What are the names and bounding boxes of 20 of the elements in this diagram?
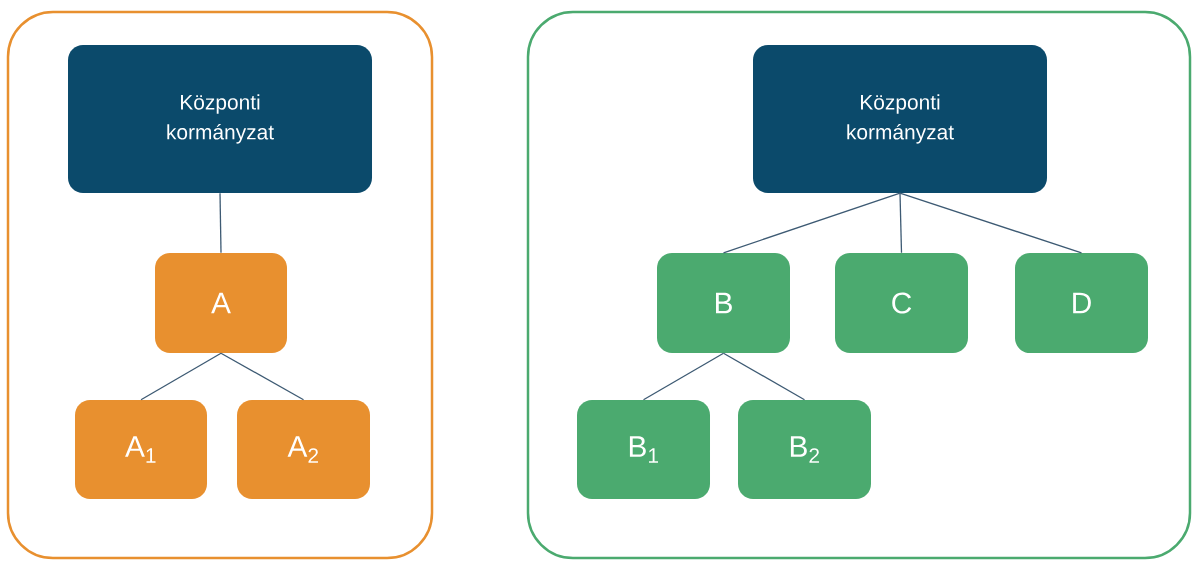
connector-line — [722, 352, 806, 401]
government-box: Központi kormányzat — [753, 45, 1047, 193]
unit-box: D — [1015, 253, 1148, 353]
connector-line — [722, 192, 901, 254]
group-frame — [526, 10, 1192, 560]
group-frame — [6, 10, 434, 560]
unit-box: B — [657, 253, 790, 353]
connector-line — [140, 352, 222, 401]
unit-box: A$_{2}$ — [237, 400, 370, 499]
unit-box: B$_{2}$ — [738, 400, 871, 499]
unit-box: B$_{1}$ — [577, 400, 710, 499]
government-box: Központi kormányzat — [68, 45, 372, 193]
unit-box: A$_{1}$ — [75, 400, 207, 499]
unit-box: C — [835, 253, 968, 353]
connector-line — [899, 192, 903, 254]
connector-line — [899, 192, 1083, 254]
connector-line — [220, 352, 305, 401]
unit-box: A — [155, 253, 287, 353]
connector-line — [642, 352, 725, 401]
connector-line — [219, 192, 222, 254]
